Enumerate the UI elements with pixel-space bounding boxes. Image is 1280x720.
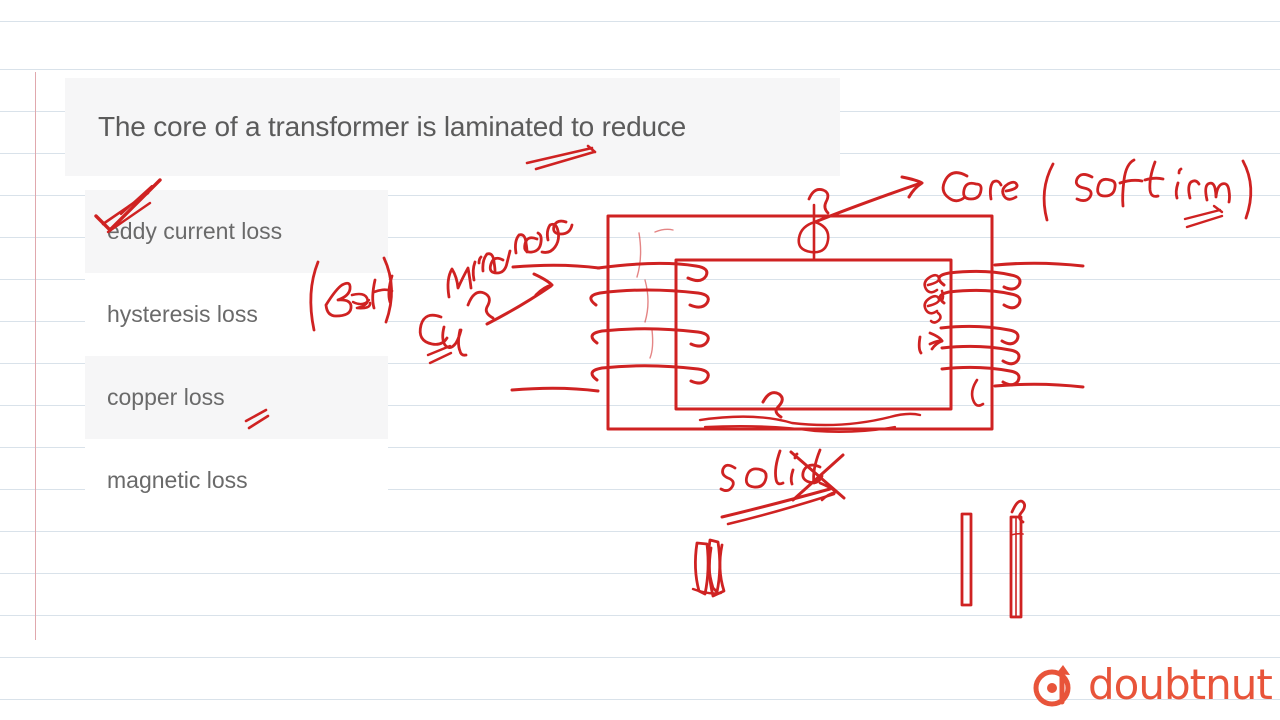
option-row-1[interactable]: eddy current loss <box>85 190 388 273</box>
paper-margin-line <box>35 72 36 640</box>
doubtnut-mark-icon <box>1033 665 1071 707</box>
options-list: eddy current loss hysteresis loss copper… <box>85 190 388 522</box>
option-row-4[interactable]: magnetic loss <box>85 439 388 522</box>
question-text: The core of a transformer is laminated t… <box>98 111 687 142</box>
option-label-1: eddy current loss <box>107 218 283 244</box>
doubtnut-logo: doubtnut <box>1032 660 1273 709</box>
option-label-3: copper loss <box>107 384 225 410</box>
doubtnut-wordmark: doubtnut <box>1088 660 1273 709</box>
question-banner: The core of a transformer is laminated t… <box>65 78 840 176</box>
option-row-3[interactable]: copper loss <box>85 356 388 439</box>
option-label-2: hysteresis loss <box>107 301 258 327</box>
option-row-2[interactable]: hysteresis loss <box>85 273 388 356</box>
option-label-4: magnetic loss <box>107 467 248 493</box>
